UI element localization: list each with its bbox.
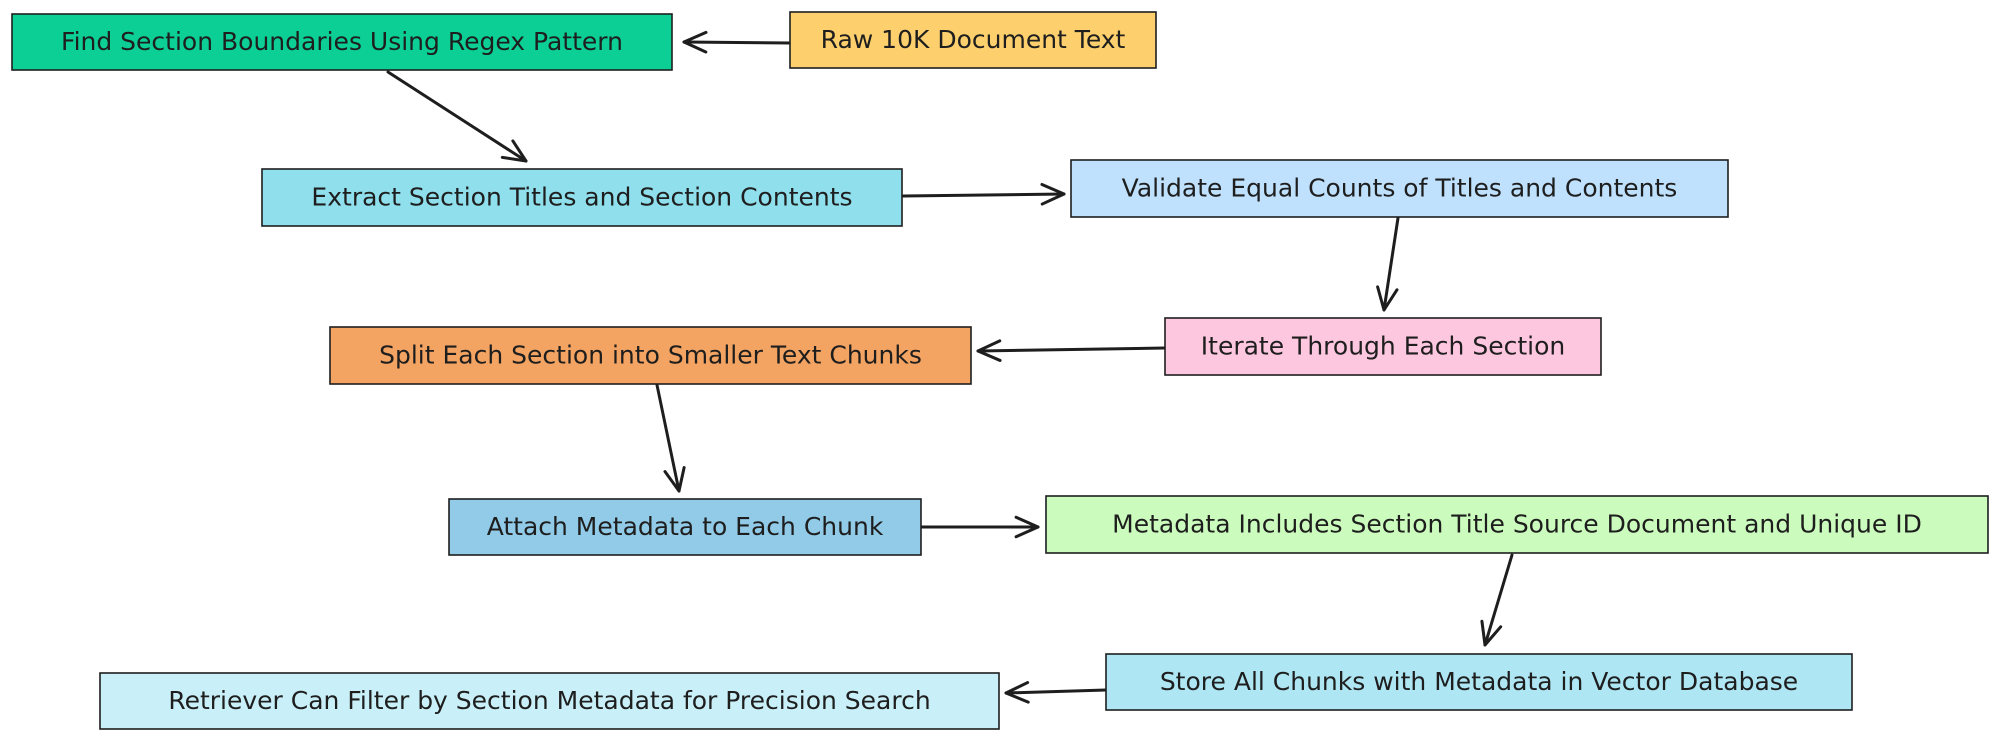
arrow-n3-n4 <box>901 182 1066 206</box>
node-box <box>11 13 673 71</box>
arrow-n5-n6 <box>976 339 1167 362</box>
arrowhead <box>1040 182 1066 206</box>
arrowhead <box>1480 619 1503 647</box>
node-box <box>1045 495 1989 554</box>
node-box <box>329 326 972 385</box>
node-label: Raw 10K Document Text <box>821 25 1126 54</box>
arrow-line <box>682 40 792 45</box>
node-label: Find Section Boundaries Using Regex Patt… <box>61 27 623 56</box>
arrowhead <box>500 139 528 163</box>
arrowhead <box>976 339 1002 362</box>
arrow-n6-n7 <box>655 383 686 493</box>
node-label: Validate Equal Counts of Titles and Cont… <box>1122 174 1678 203</box>
arrowhead <box>1376 285 1399 312</box>
flow-node-n7: Attach Metadata to Each Chunk <box>448 498 922 556</box>
flow-node-n9: Store All Chunks with Metadata in Vector… <box>1105 653 1853 711</box>
node-box <box>261 168 903 227</box>
flow-node-n4: Validate Equal Counts of Titles and Cont… <box>1070 159 1729 218</box>
flow-node-n5: Iterate Through Each Section <box>1164 317 1602 376</box>
arrow-n2-n1 <box>682 30 792 54</box>
node-box <box>448 498 922 556</box>
nodes-layer: Find Section Boundaries Using Regex Patt… <box>11 11 1989 730</box>
arrow-line <box>901 192 1066 198</box>
flow-node-n10: Retriever Can Filter by Section Metadata… <box>99 672 1000 730</box>
arrow-line <box>1483 553 1514 647</box>
flow-node-n2: Raw 10K Document Text <box>789 11 1157 69</box>
node-label: Iterate Through Each Section <box>1201 332 1565 361</box>
arrow-line <box>655 383 681 493</box>
arrow-n8-n9 <box>1480 553 1514 647</box>
node-label: Extract Section Titles and Section Conte… <box>311 183 852 212</box>
node-box <box>789 11 1157 69</box>
arrowhead <box>682 30 708 54</box>
arrow-n9-n10 <box>1004 681 1108 704</box>
arrowhead <box>663 466 686 493</box>
node-label: Retriever Can Filter by Section Metadata… <box>168 686 930 715</box>
arrow-line <box>1382 216 1400 312</box>
arrow-n4-n5 <box>1376 216 1400 312</box>
node-label: Attach Metadata to Each Chunk <box>487 512 884 541</box>
arrow-line <box>1004 688 1108 695</box>
arrow-n1-n3 <box>386 70 528 163</box>
edges-layer <box>386 30 1514 704</box>
node-box <box>1070 159 1729 218</box>
arrowhead <box>1014 515 1040 539</box>
flow-node-n6: Split Each Section into Smaller Text Chu… <box>329 326 972 385</box>
flow-node-n1: Find Section Boundaries Using Regex Patt… <box>11 13 673 71</box>
node-box <box>1164 317 1602 376</box>
flow-node-n8: Metadata Includes Section Title Source D… <box>1045 495 1989 554</box>
arrowhead <box>1004 681 1030 704</box>
node-box <box>1105 653 1853 711</box>
node-label: Split Each Section into Smaller Text Chu… <box>379 341 922 370</box>
arrow-line <box>386 70 528 163</box>
node-label: Store All Chunks with Metadata in Vector… <box>1160 667 1798 696</box>
flow-node-n3: Extract Section Titles and Section Conte… <box>261 168 903 227</box>
arrow-n7-n8 <box>920 515 1040 539</box>
arrow-line <box>976 346 1167 353</box>
node-label: Metadata Includes Section Title Source D… <box>1112 510 1922 539</box>
node-box <box>99 672 1000 730</box>
